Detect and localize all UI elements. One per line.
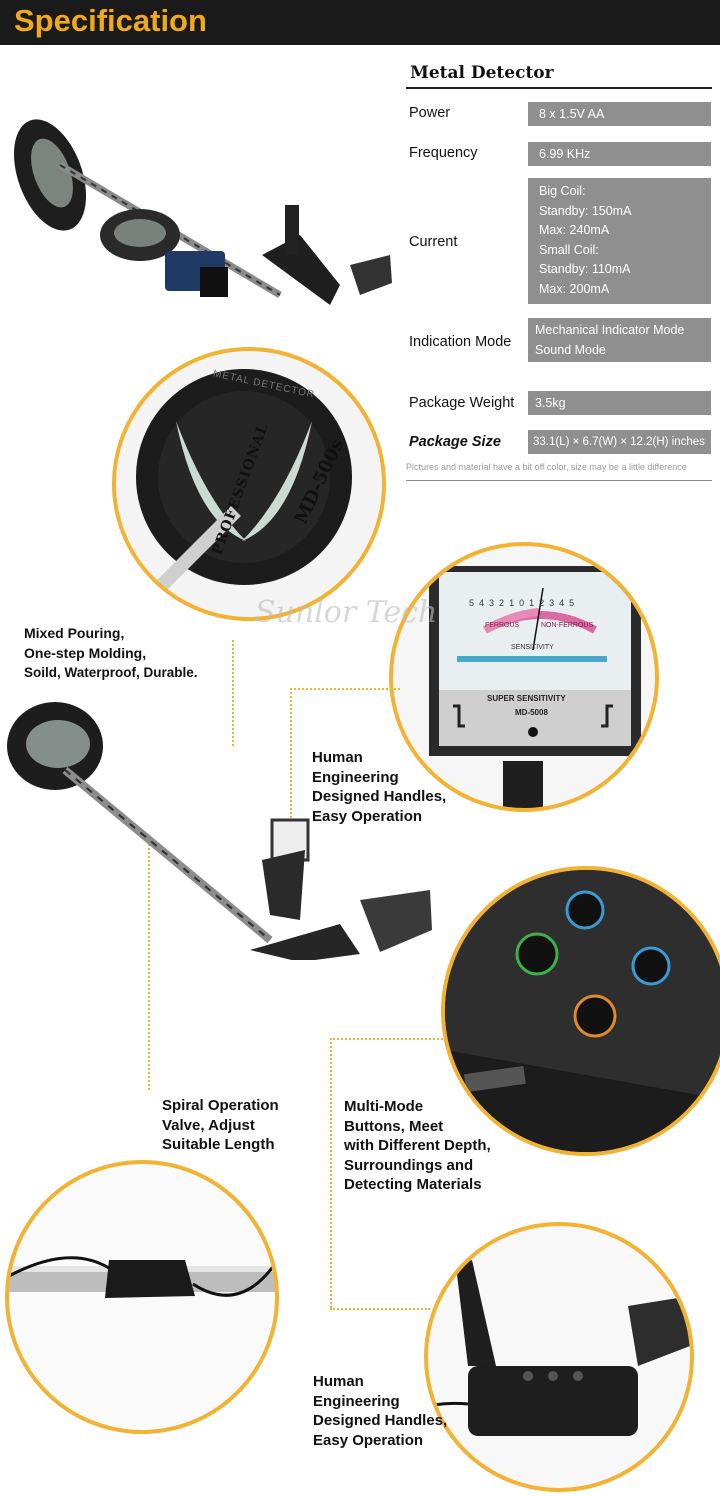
connector-buttons-h: [330, 1038, 450, 1040]
meter-nonferrous-label: NON-FERROUS: [541, 622, 594, 629]
connector-handle2-h: [330, 1308, 430, 1310]
connector-meter-h: [290, 688, 400, 690]
callout-buttons-text: Multi-Mode Buttons, Meet with Different …: [344, 1098, 491, 1193]
product-image-top: [13, 119, 392, 305]
spec-title: Metal Detector: [410, 63, 554, 83]
callout-handle2-text: Human Engineering Designed Handles, Easy…: [313, 1373, 448, 1449]
spec-label-frequency: Frequency: [409, 145, 478, 161]
meter-sensitivity-label: SENSITIVITY: [511, 644, 554, 651]
callout-spiral-text: Spiral Operation Valve, Adjust Suitable …: [162, 1097, 279, 1153]
spec-divider: [406, 87, 712, 89]
meter-model-label: MD-5008: [515, 708, 548, 717]
spec-value-indication: Mechanical Indicator Mode Sound Mode: [528, 318, 711, 362]
meter-scale: 54321012345: [469, 598, 580, 608]
buttons-closeup-circle: [441, 866, 720, 1156]
spec-bottom-divider: [406, 480, 712, 481]
connector-coil: [232, 640, 234, 746]
page-title: Specification: [14, 3, 207, 38]
spec-label-power: Power: [409, 105, 451, 121]
connector-handle2-v: [330, 1038, 332, 1308]
coil-closeup-circle: PROFESSIONAL MD-500s METAL DETECTOR: [112, 347, 386, 621]
spec-value-current: Big Coil: Standby: 150mA Max: 240mA Smal…: [528, 178, 711, 304]
spec-label-weight: Package Weight: [409, 395, 515, 411]
connector-meter-v: [290, 688, 292, 838]
spec-label-current: Current: [409, 234, 458, 250]
spiral-closeup-circle: [5, 1160, 279, 1434]
spec-value-power: 8 x 1.5V AA: [528, 102, 711, 126]
meter-ferrous-label: FERROUS: [485, 622, 520, 629]
meter-closeup-circle: 54321012345 FERROUS NON-FERROUS SENSITIV…: [389, 542, 659, 812]
meter-super-label: SUPER SENSITIVITY: [487, 694, 566, 703]
callout-coil-text: Mixed Pouring, One-step Molding, Soild, …: [24, 625, 198, 680]
connector-spiral: [148, 840, 150, 1090]
spec-value-size: 33.1(L) × 6.7(W) × 12.2(H) inches: [528, 430, 711, 454]
callout-handle1-text: Human Engineering Designed Handles, Easy…: [312, 749, 447, 825]
spec-value-weight: 3.5kg: [528, 391, 711, 415]
handle-closeup-circle: [424, 1222, 694, 1492]
spec-label-size: Package Size: [409, 434, 501, 450]
spec-label-indication: Indication Mode: [409, 334, 512, 350]
header-bar: Specification: [0, 0, 720, 45]
product-image-middle: [7, 702, 432, 960]
watermark-text: Sunlor Tech: [255, 595, 438, 630]
spec-note: Pictures and material have a bit off col…: [406, 462, 687, 472]
spec-value-frequency: 6.99 KHz: [528, 142, 711, 166]
